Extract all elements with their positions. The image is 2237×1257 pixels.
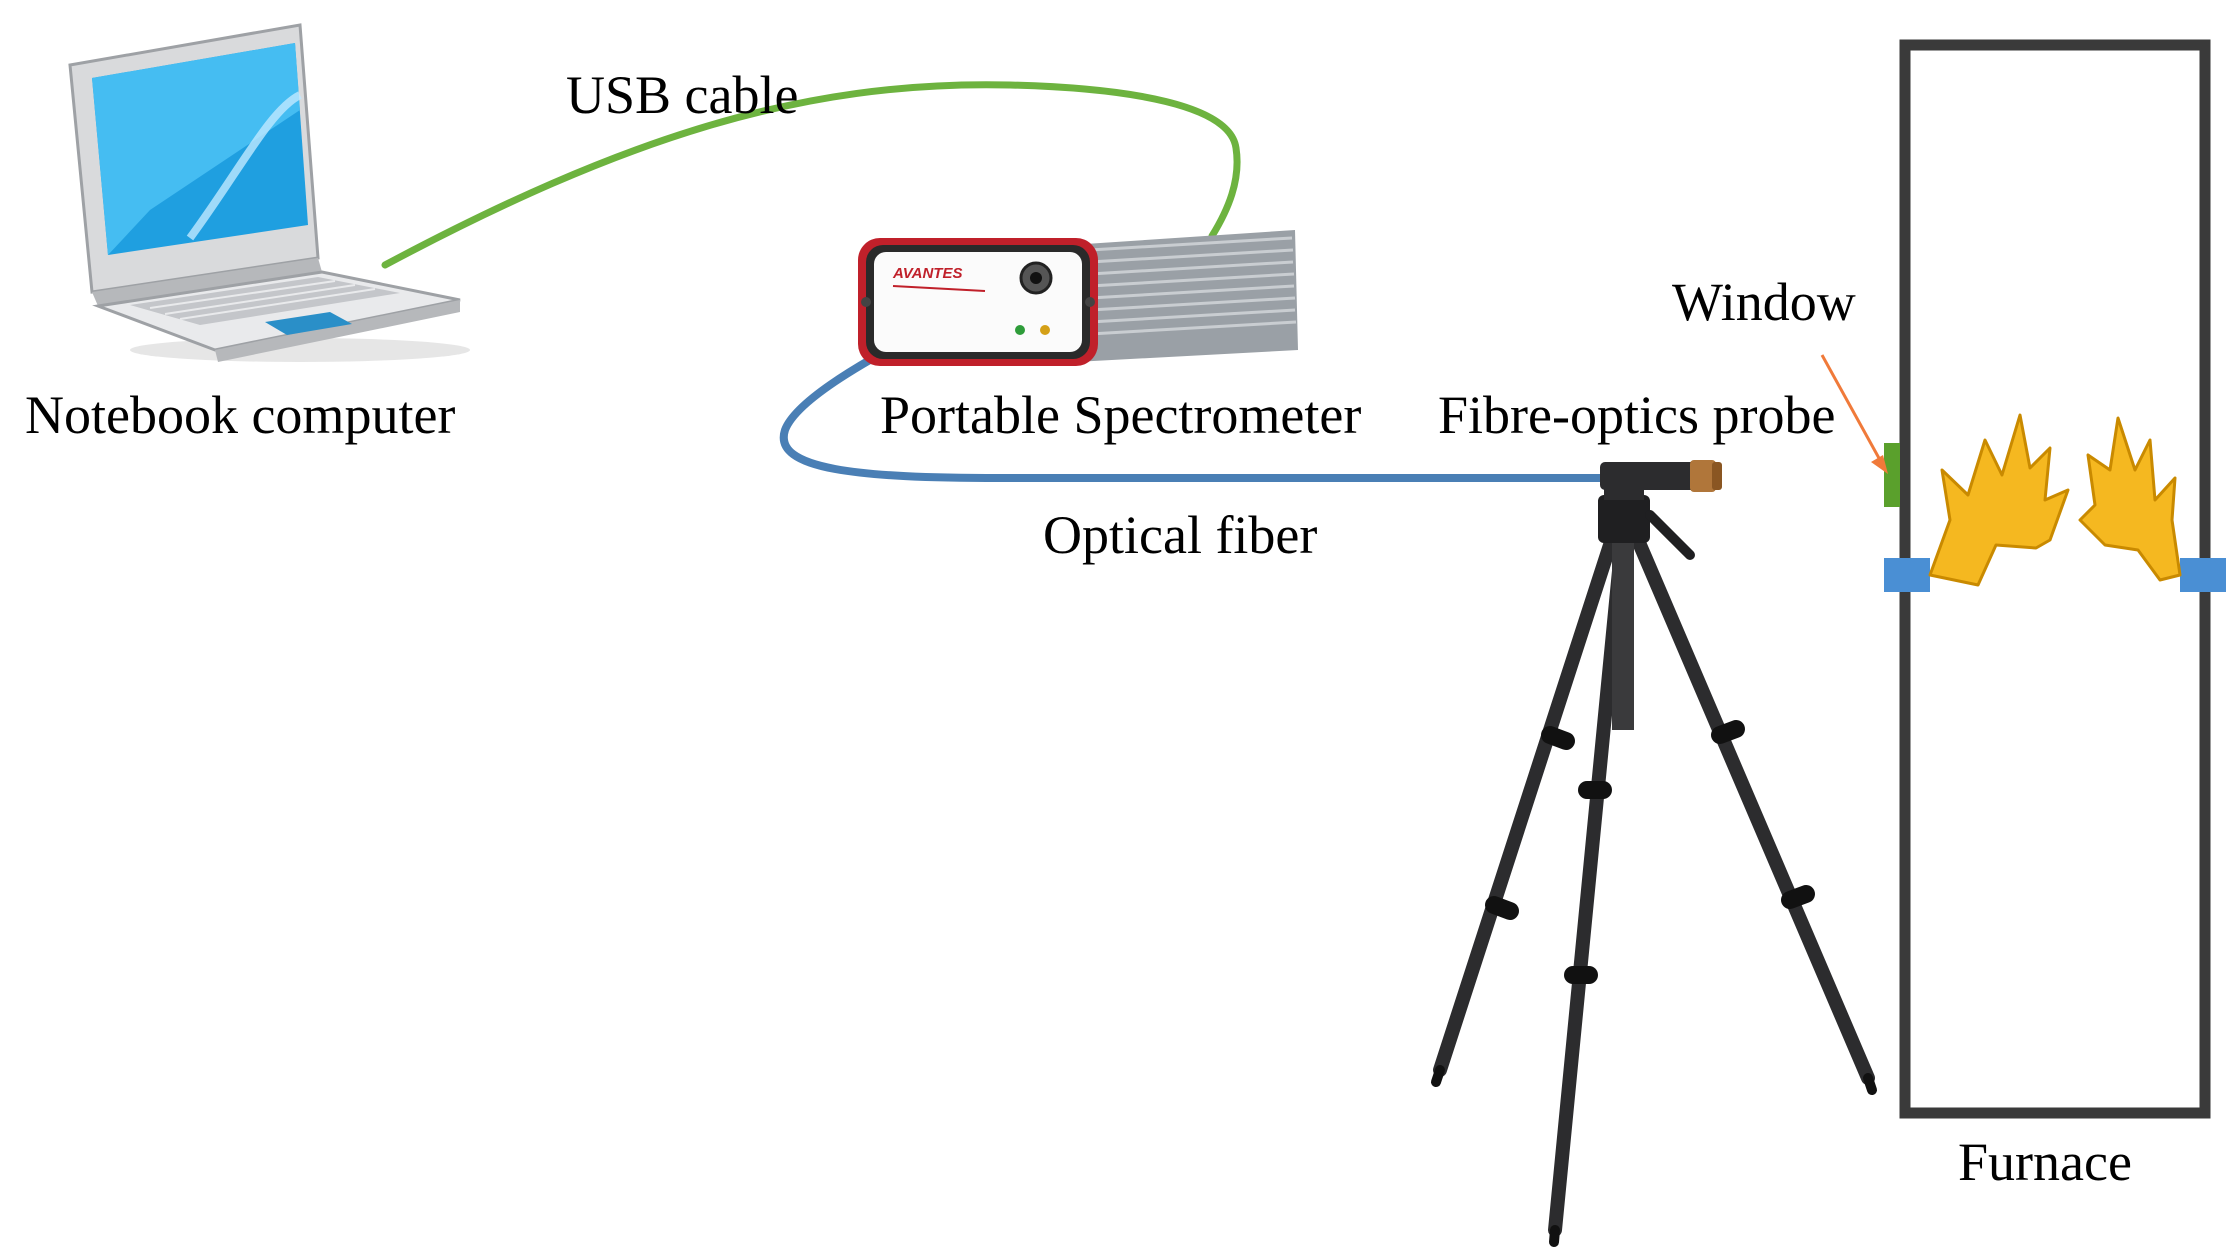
window-arrow — [1820, 354, 1888, 474]
optical-fiber-label: Optical fiber — [1043, 505, 1317, 565]
window-marker — [1884, 443, 1900, 507]
laptop-icon — [68, 23, 470, 362]
usb-cable — [381, 81, 1241, 269]
flame-icon — [2078, 416, 2182, 582]
portable-spectrometer-label: Portable Spectrometer — [880, 385, 1361, 445]
furnace-label: Furnace — [1958, 1132, 2132, 1192]
spectrometer-brand: AVANTES — [892, 265, 962, 282]
flame-icon — [1928, 413, 2070, 587]
window-label: Window — [1672, 272, 1856, 332]
port-right — [2180, 558, 2226, 592]
spectrometer-device-icon: AVANTES — [858, 230, 1298, 366]
tripod-icon — [1431, 478, 1877, 1247]
port-left — [1884, 558, 1930, 592]
usb-cable-label: USB cable — [566, 65, 798, 125]
fibre-optics-probe — [1600, 460, 1722, 492]
notebook-computer-label: Notebook computer — [25, 385, 455, 445]
status-led — [1040, 325, 1050, 335]
fibre-optics-probe-label: Fibre-optics probe — [1438, 385, 1835, 445]
power-led — [1015, 325, 1025, 335]
